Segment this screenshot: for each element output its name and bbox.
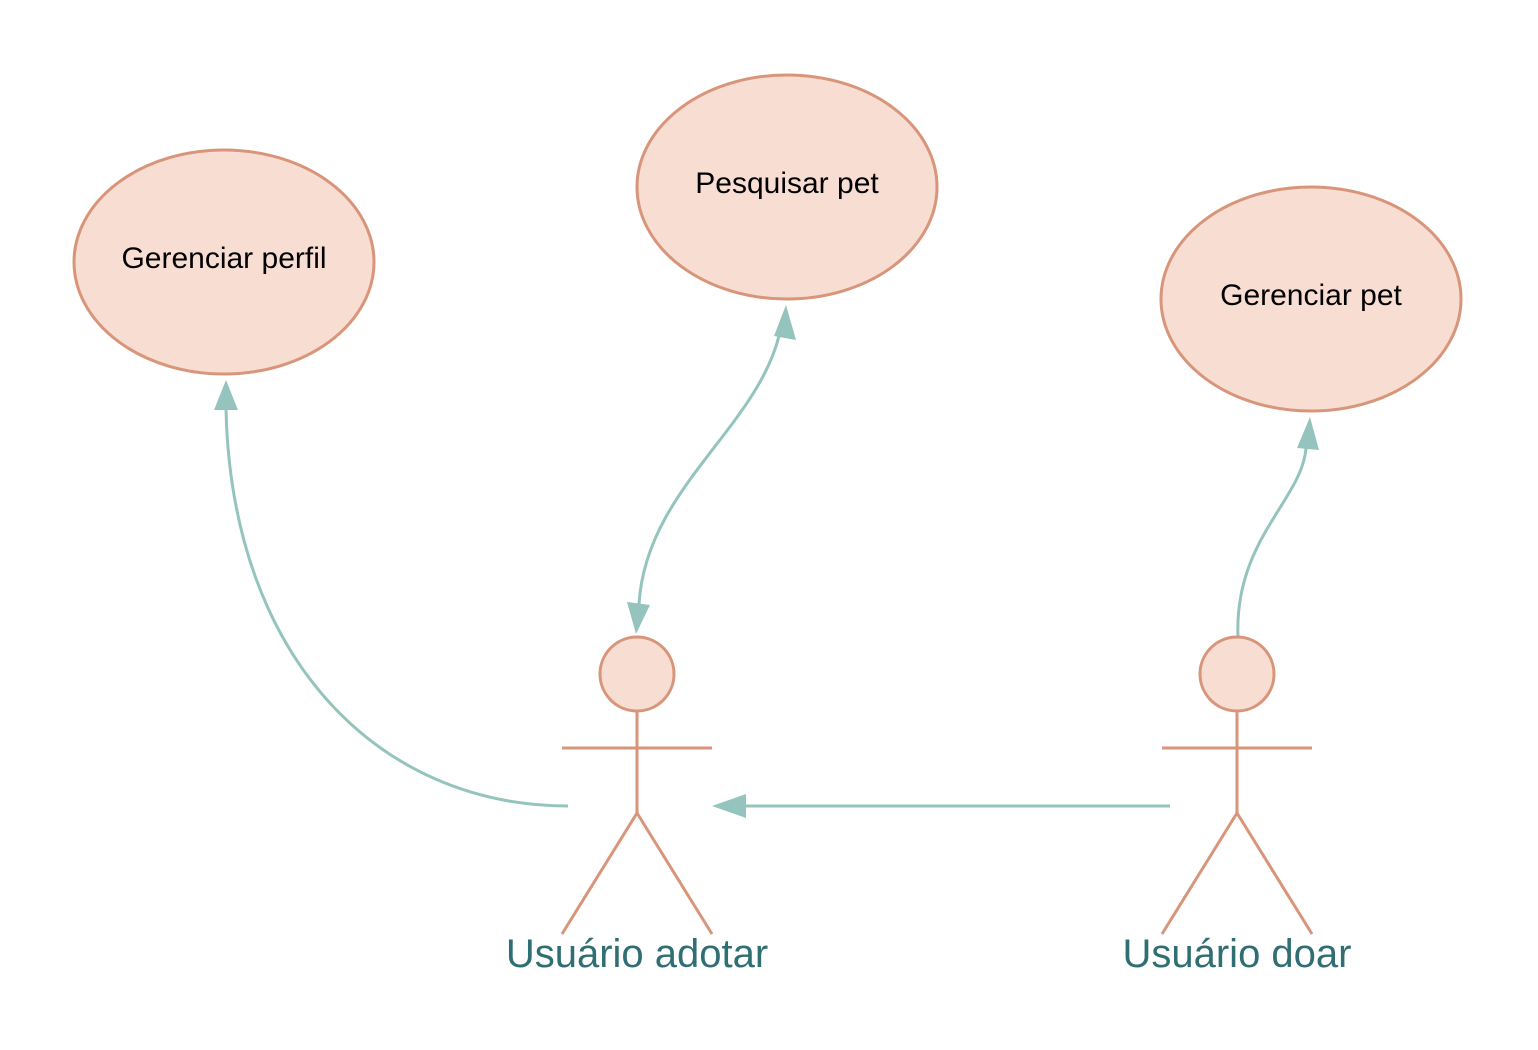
arrowhead-manage-pet bbox=[1297, 417, 1319, 450]
usecase-manage-profile-shape bbox=[72, 148, 376, 376]
actor-adopter-right-leg bbox=[635, 812, 714, 935]
actor-adopter[interactable]: Usuário adotar bbox=[506, 635, 768, 976]
usecase-manage-pet[interactable]: Gerenciar pet bbox=[1159, 185, 1463, 413]
arrowhead-adopter bbox=[627, 602, 650, 634]
actor-adopter-label: Usuário adotar bbox=[506, 932, 768, 976]
usecase-manage-pet-label: Gerenciar pet bbox=[1220, 279, 1402, 312]
usecase-manage-profile-label: Gerenciar perfil bbox=[121, 242, 326, 275]
usecase-search-pet[interactable]: Pesquisar pet bbox=[635, 73, 939, 301]
arrowhead-generalization bbox=[712, 794, 746, 818]
connector-donor-manage-pet bbox=[1236, 447, 1308, 638]
connectors bbox=[214, 305, 1319, 818]
connector-adopter-manage-profile bbox=[224, 409, 569, 808]
actor-adopter-head bbox=[598, 635, 676, 713]
actor-adopter-left-leg bbox=[560, 812, 639, 935]
connector-adopter-search-pet bbox=[637, 335, 781, 605]
usecase-manage-pet-shape bbox=[1159, 185, 1463, 413]
actor-donor[interactable]: Usuário doar bbox=[1122, 635, 1352, 976]
actor-donor-left-leg bbox=[1160, 812, 1239, 935]
usecase-search-pet-label: Pesquisar pet bbox=[695, 167, 879, 200]
usecase-search-pet-shape bbox=[635, 73, 939, 301]
actor-donor-right-leg bbox=[1235, 812, 1314, 935]
arrowhead-search-pet bbox=[774, 305, 796, 340]
usecase-manage-profile[interactable]: Gerenciar perfil bbox=[72, 148, 376, 376]
actor-donor-label: Usuário doar bbox=[1122, 932, 1351, 976]
arrowhead-manage-profile bbox=[214, 380, 238, 410]
actor-donor-head bbox=[1198, 635, 1276, 713]
